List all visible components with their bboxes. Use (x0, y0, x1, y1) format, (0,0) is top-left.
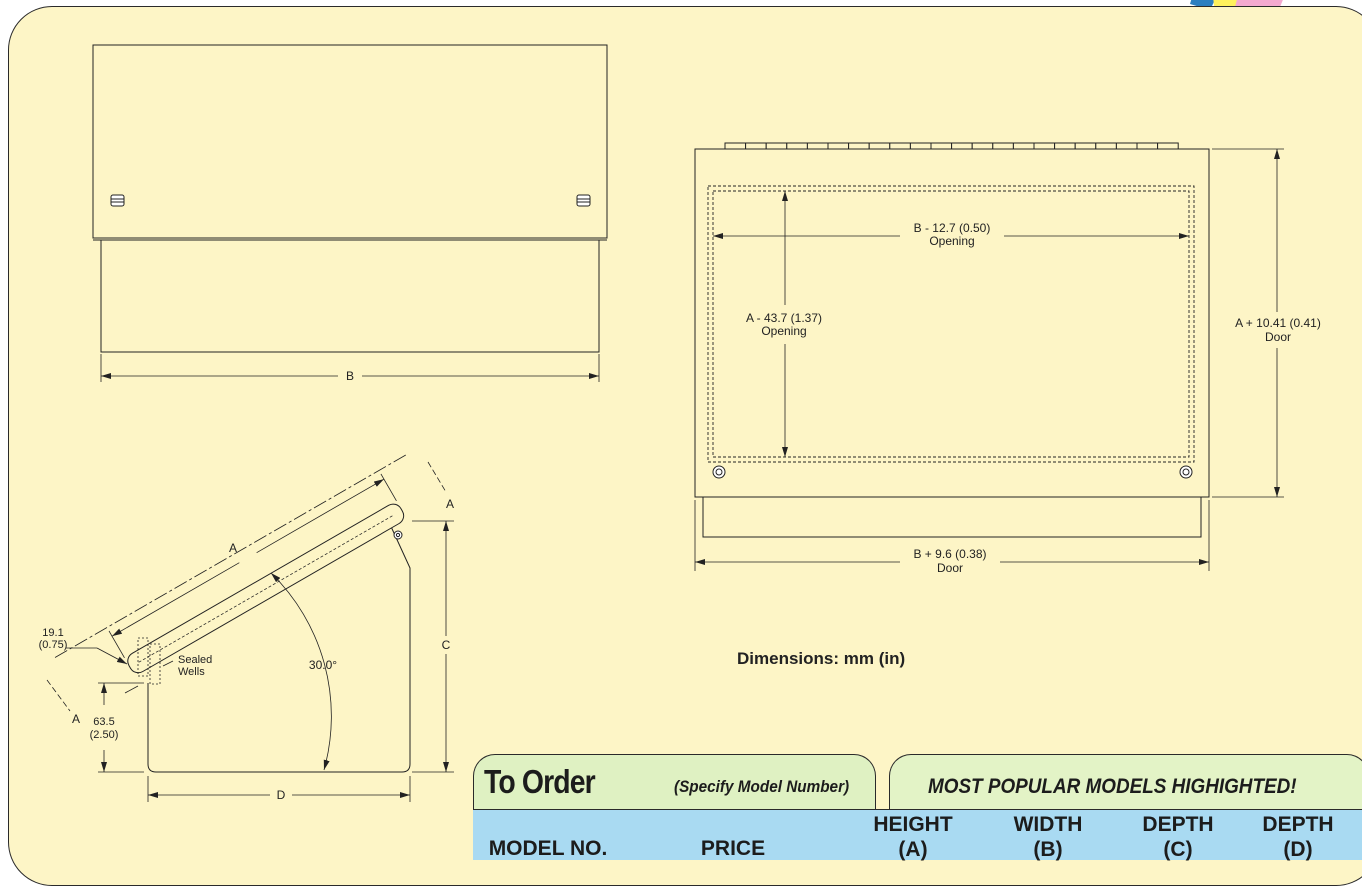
sealed-label-1: Sealed (178, 654, 212, 666)
side-view (46, 454, 454, 802)
units-note: Dimensions: mm (in) (737, 649, 906, 668)
section-a-top-label: A (446, 497, 454, 511)
door-view (694, 142, 1284, 571)
enclosure-body (100, 239, 600, 353)
hinge-segment (930, 142, 953, 150)
angle-label: 30.0° (309, 658, 337, 672)
hinge-segment (806, 142, 829, 150)
door-width-label: Door (937, 561, 963, 575)
lip-value-label: 19.1 (42, 627, 63, 639)
hinge-segment (745, 142, 767, 150)
order-table-header: MODEL NO. PRICE HEIGHT(A) WIDTH(B) DEPTH… (473, 809, 1362, 861)
dim-b-label: B (346, 369, 354, 383)
hinge-segment (909, 142, 932, 150)
hinge-pin-icon (393, 530, 403, 540)
popular-models-banner: MOST POPULAR MODELS HIGHIGHTED! (928, 775, 1297, 798)
hinge-segment (1054, 142, 1076, 150)
base-value-label: 63.5 (93, 716, 114, 728)
dim-d-label: D (277, 788, 286, 802)
tilted-lid (127, 503, 405, 674)
door-height-label: Door (1265, 330, 1291, 344)
hinge-segment (724, 142, 747, 150)
dim-a-label: A (229, 541, 237, 555)
hinge-segment (971, 142, 994, 150)
angle-arc (270, 572, 332, 771)
opening-outline (707, 185, 1195, 463)
door-width-value: B + 9.6 (0.38) (913, 547, 986, 561)
door-screw-right-icon (1179, 465, 1193, 479)
hinge-segment (848, 142, 870, 150)
hinge-segment (992, 142, 1014, 150)
hinge-segment (1136, 142, 1159, 150)
door-bottom-lip (702, 496, 1202, 538)
opening-width-label: Opening (929, 234, 974, 248)
door-panel (694, 148, 1210, 498)
hinge-segment (1033, 142, 1056, 150)
hinge-segment (827, 142, 850, 150)
latch-screw-right-icon (576, 194, 591, 207)
hinge-segment (1115, 142, 1138, 150)
door-screw-left-icon (712, 465, 726, 479)
technical-drawing: B B - 12.7 (0.50) Opening A - 43.7 (1.37… (39, 44, 1321, 802)
sealed-label-2: Wells (178, 666, 205, 678)
hinge-strip (724, 142, 1179, 150)
hinge-segment (1012, 142, 1035, 150)
opening-width-value: B - 12.7 (0.50) (914, 221, 991, 235)
hinge-segment (765, 142, 788, 150)
dim-c-label: C (442, 638, 451, 652)
column-header-depth-d: DEPTH(D) (1262, 813, 1334, 861)
hinge-segment (786, 142, 808, 150)
door-height-value: A + 10.41 (0.41) (1235, 316, 1321, 330)
latch-screw-left-icon (110, 194, 125, 207)
hinge-segment (951, 142, 973, 150)
hinge-segment (889, 142, 911, 150)
to-order-title: To Order (484, 763, 596, 800)
hinge-segment (868, 142, 891, 150)
column-header-price: PRICE (700, 837, 766, 860)
opening-height-value: A - 43.7 (1.37) (746, 311, 822, 325)
hinge-segment (1157, 142, 1179, 150)
base-inch-label: (2.50) (90, 729, 119, 741)
sealed-well-icon (137, 637, 149, 677)
to-order-tab: To Order (Specify Model Number) (473, 754, 876, 810)
lip-inch-label: (0.75) (39, 639, 68, 651)
hinge-segment (1074, 142, 1097, 150)
hinge-segment (1095, 142, 1117, 150)
section-a-bottom-label: A (72, 712, 80, 726)
centerline (54, 454, 406, 658)
column-header-depth-c: DEPTH(C) (1142, 813, 1214, 861)
popular-models-tab: MOST POPULAR MODELS HIGHIGHTED! (889, 754, 1362, 810)
to-order-subtitle: (Specify Model Number) (674, 777, 850, 796)
front-view (92, 44, 608, 382)
enclosure-lid (92, 44, 608, 239)
column-header-width: WIDTH(B) (1013, 813, 1083, 861)
opening-height-label: Opening (761, 324, 806, 338)
column-header-height: HEIGHT(A) (873, 813, 953, 861)
column-header-model: MODEL NO. (488, 837, 608, 860)
